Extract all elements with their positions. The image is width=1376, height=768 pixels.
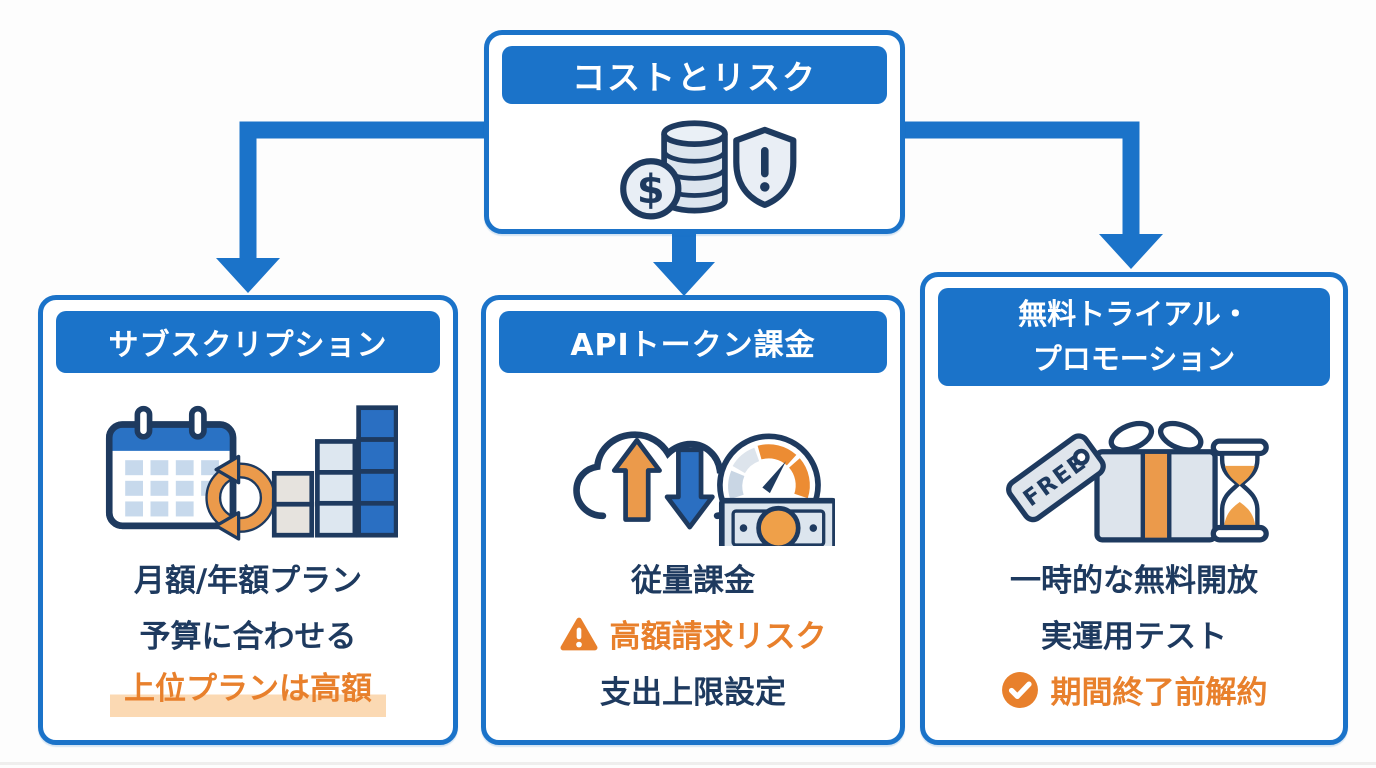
upload-arrow-icon [611, 437, 662, 522]
hourglass-icon [1210, 438, 1269, 543]
cloud-icon [572, 431, 742, 520]
line-text: 期間終了前解約 [1050, 675, 1268, 711]
coins-dollar-shield-icon: $ [620, 120, 797, 220]
bottom-edge-line [0, 762, 1376, 765]
warning-triangle-icon [560, 617, 597, 650]
root-card-header: コストとリスク [502, 46, 887, 104]
refresh-arrow-icon [205, 454, 276, 541]
calendar-refresh-bar-chart-icon [105, 405, 398, 541]
line-text: 予算に合わせる [139, 619, 357, 655]
root-card-cost-risk: コストとリスク $ [484, 30, 905, 234]
line-text: 高額請求リスク [609, 619, 827, 655]
gauge-icon [716, 433, 821, 508]
card-free-trial-title-line2: プロモーション [1032, 342, 1236, 376]
text-line: 支出上限設定 [494, 662, 892, 717]
connector-right-arrow [891, 121, 1163, 269]
text-line: 一時的な無料開放 [933, 550, 1335, 605]
line-text: 従量課金 [631, 563, 755, 599]
card-subscription: サブスクリプション [38, 295, 458, 745]
text-line-warning: 上位プランは高額 [51, 662, 445, 717]
line-text: 一時的な無料開放 [1010, 563, 1258, 599]
check-circle-icon [1001, 671, 1038, 708]
growth-bars-icon [271, 405, 398, 538]
free-tag-icon: FREE [1006, 433, 1106, 523]
text-line: 月額/年額プラン [51, 550, 445, 605]
text-line-warning: 高額請求リスク [494, 606, 892, 661]
text-line-positive: 期間終了前解約 [933, 662, 1335, 717]
text-line: 実運用テスト [933, 606, 1335, 661]
card-api-billing: APIトークン課金 [481, 295, 905, 745]
dollar-symbol: $ [637, 167, 665, 213]
banknote-icon [718, 497, 835, 546]
gift-box-icon [1094, 420, 1218, 543]
connector-left-arrow [216, 121, 488, 293]
line-text: 月額/年額プラン [133, 563, 363, 599]
card-free-trial: 無料トライアル・ プロモーション FREE [920, 272, 1348, 745]
card-subscription-header: サブスクリプション [56, 311, 440, 373]
root-title: コストとリスク [572, 58, 817, 97]
highlighted-text: 上位プランは高額 [110, 662, 386, 717]
card-free-trial-title-line1: 無料トライアル・ [1018, 297, 1250, 331]
download-arrow-icon [664, 447, 715, 530]
card-subscription-title: サブスクリプション [108, 328, 388, 363]
cloud-up-down-gauge-banknote-icon [572, 431, 835, 546]
card-api-billing-title: APIトークン課金 [570, 328, 816, 363]
text-line: 従量課金 [494, 550, 892, 605]
free-tag-gift-hourglass-icon: FREE [1006, 420, 1269, 543]
line-text: 実運用テスト [1041, 619, 1227, 655]
card-free-trial-header: 無料トライアル・ プロモーション [938, 288, 1330, 386]
line-text: 支出上限設定 [600, 675, 786, 711]
dollar-coin-icon [620, 158, 682, 220]
card-api-billing-header: APIトークン課金 [499, 311, 887, 373]
text-line: 予算に合わせる [51, 606, 445, 661]
